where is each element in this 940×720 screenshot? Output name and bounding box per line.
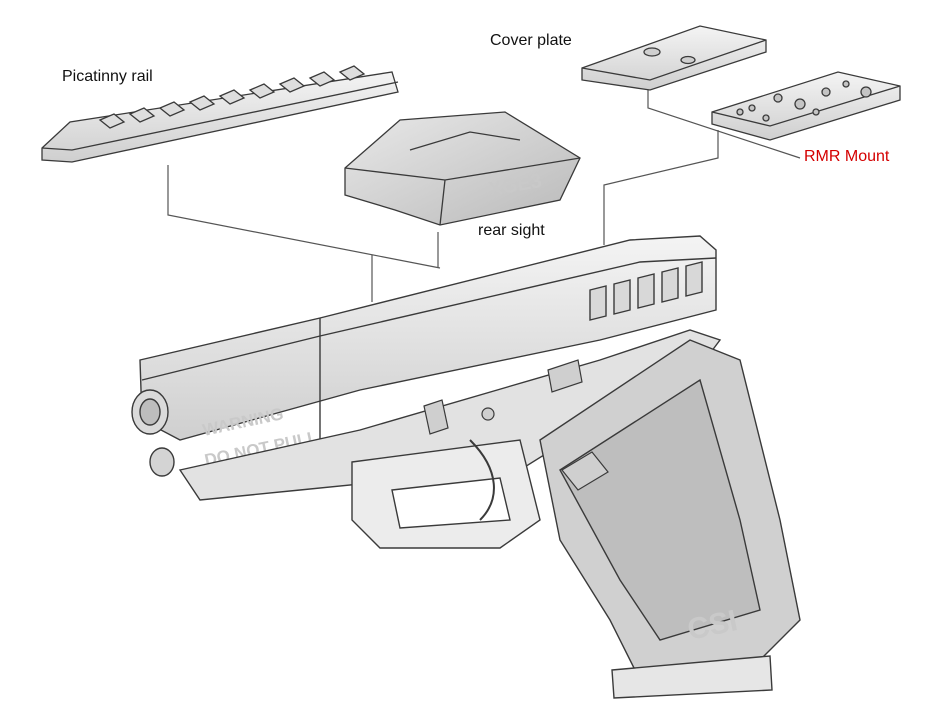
- mount-leader-line: [603, 130, 719, 245]
- pistol-muzzle: [131, 389, 175, 477]
- cover-plate-part: [581, 25, 767, 91]
- pistol-grip: CSI: [539, 339, 801, 699]
- label-picatinny-rail: Picatinny rail: [62, 68, 153, 85]
- rmr-mount-part: [711, 71, 901, 141]
- leader-lines: [167, 88, 801, 302]
- rear-sight-part: XGE3: [344, 111, 581, 226]
- plate-leader-line: [647, 88, 801, 159]
- pistol-controls: [423, 359, 609, 491]
- pistol-frame: [178, 329, 722, 549]
- label-rear-sight: rear sight: [478, 222, 545, 239]
- rail-leader-line: [167, 165, 441, 269]
- label-cover-plate: Cover plate: [490, 32, 572, 49]
- picatinny-rail-part: [41, 65, 399, 163]
- label-rmr-mount: RMR Mount: [804, 148, 890, 165]
